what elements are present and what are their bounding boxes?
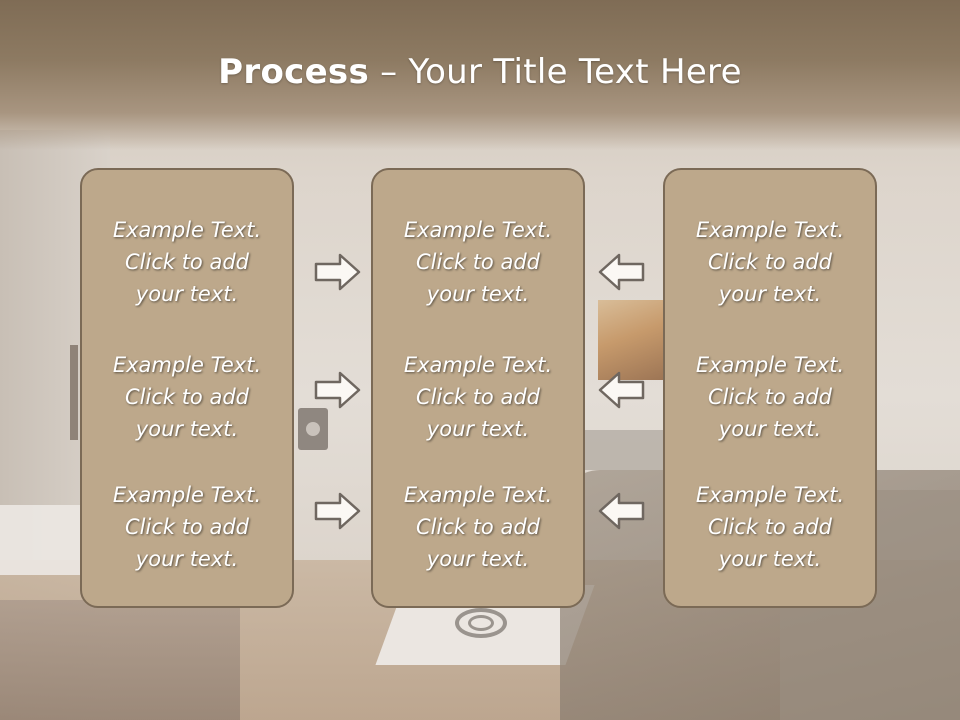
text-placeholder[interactable]: Example Text. Click to add your text. xyxy=(665,214,875,310)
text-line: Click to add xyxy=(707,385,832,409)
text-line: your text. xyxy=(718,282,822,306)
slide-title[interactable]: Process – Your Title Text Here xyxy=(0,52,960,92)
background-cabinet xyxy=(0,600,240,720)
background-painting xyxy=(598,300,668,380)
arrow-left-icon[interactable] xyxy=(597,252,645,292)
background-side-table xyxy=(0,505,90,575)
text-line: your text. xyxy=(426,547,530,571)
text-line: your text. xyxy=(426,282,530,306)
text-line: Example Text. xyxy=(112,218,262,242)
text-line: Example Text. xyxy=(695,483,845,507)
text-line: Click to add xyxy=(415,385,540,409)
text-line: Example Text. xyxy=(695,218,845,242)
text-line: Click to add xyxy=(415,250,540,274)
text-placeholder[interactable]: Example Text. Click to add your text. xyxy=(373,214,583,310)
title-band xyxy=(0,0,960,150)
text-line: Example Text. xyxy=(112,483,262,507)
arrow-right-icon[interactable] xyxy=(314,491,362,531)
text-placeholder[interactable]: Example Text. Click to add your text. xyxy=(82,349,292,445)
text-placeholder[interactable]: Example Text. Click to add your text. xyxy=(665,349,875,445)
text-line: your text. xyxy=(718,417,822,441)
text-line: Example Text. xyxy=(112,353,262,377)
text-line: Click to add xyxy=(707,515,832,539)
background-speaker xyxy=(298,408,328,450)
title-bold-part: Process xyxy=(218,52,370,92)
text-line: your text. xyxy=(718,547,822,571)
process-box-right[interactable]: Example Text. Click to add your text. Ex… xyxy=(663,168,877,608)
text-line: Click to add xyxy=(707,250,832,274)
text-line: your text. xyxy=(426,417,530,441)
text-placeholder[interactable]: Example Text. Click to add your text. xyxy=(373,479,583,575)
text-placeholder[interactable]: Example Text. Click to add your text. xyxy=(82,214,292,310)
text-line: Example Text. xyxy=(403,483,553,507)
title-regular-part: – Your Title Text Here xyxy=(369,52,742,92)
text-placeholder[interactable]: Example Text. Click to add your text. xyxy=(665,479,875,575)
text-placeholder[interactable]: Example Text. Click to add your text. xyxy=(82,479,292,575)
text-line: your text. xyxy=(135,417,239,441)
text-line: Click to add xyxy=(124,250,249,274)
background-shelf xyxy=(70,345,78,440)
text-line: Example Text. xyxy=(403,218,553,242)
rug-swirl-pattern xyxy=(455,608,507,638)
rug-swirl-inner xyxy=(468,615,494,631)
process-box-left[interactable]: Example Text. Click to add your text. Ex… xyxy=(80,168,294,608)
arrow-left-icon[interactable] xyxy=(597,491,645,531)
process-box-center[interactable]: Example Text. Click to add your text. Ex… xyxy=(371,168,585,608)
text-line: your text. xyxy=(135,547,239,571)
text-placeholder[interactable]: Example Text. Click to add your text. xyxy=(373,349,583,445)
text-line: Click to add xyxy=(415,515,540,539)
arrow-right-icon[interactable] xyxy=(314,252,362,292)
text-line: Click to add xyxy=(124,385,249,409)
arrow-right-icon[interactable] xyxy=(314,370,362,410)
text-line: your text. xyxy=(135,282,239,306)
text-line: Click to add xyxy=(124,515,249,539)
text-line: Example Text. xyxy=(695,353,845,377)
text-line: Example Text. xyxy=(403,353,553,377)
arrow-left-icon[interactable] xyxy=(597,370,645,410)
